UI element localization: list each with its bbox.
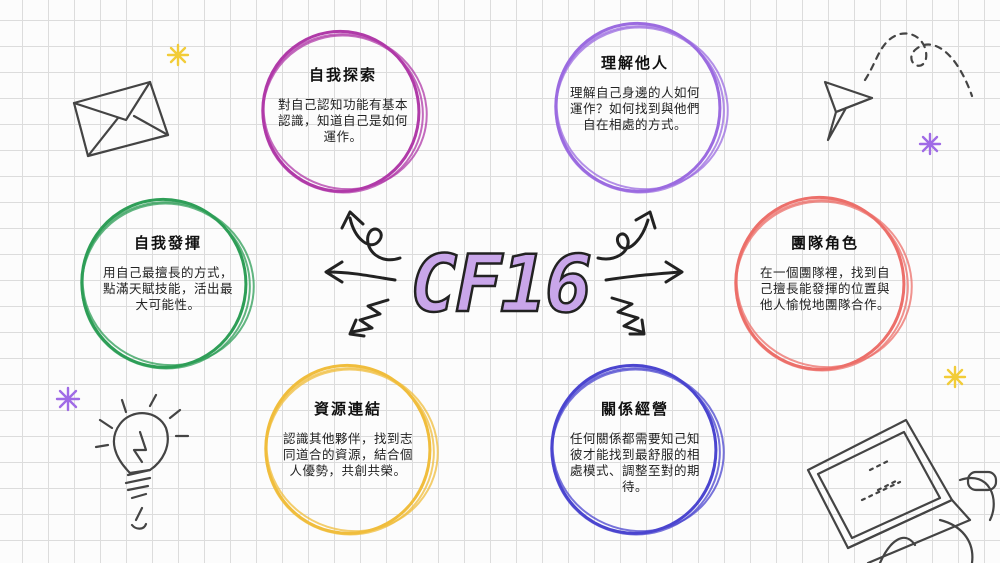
paper-plane-icon [823, 32, 974, 142]
node-description: 認識其他夥伴，找到志同道合的資源，結合個人優勢，共創共榮。 [283, 431, 414, 478]
node-team-role: 團隊角色 在一個團隊裡，找到自己擅長能發揮的位置與他人愉悅地團隊合作。 [758, 232, 892, 313]
node-title: 團隊角色 [790, 234, 859, 252]
envelope-icon [72, 80, 170, 158]
node-resources: 資源連結 認識其他夥伴，找到志同道合的資源，結合個人優勢，共創共榮。 [283, 398, 413, 479]
circle-resources [264, 363, 439, 536]
node-title: 資源連結 [313, 400, 382, 418]
node-description: 用自己最擅長的方式，點滿天賦技能，活出最大可能性。 [103, 265, 234, 312]
node-title: 關係經營 [600, 400, 669, 418]
arrow-to-self-explore [340, 210, 402, 262]
node-title: 理解他人 [600, 54, 669, 72]
center-title: CF16 [409, 239, 593, 332]
arrow-to-self-develop [324, 260, 397, 284]
node-relationship: 關係經營 任何關係都需要知己知彼才能找到最舒服的相處模式、調整至對的期待。 [570, 398, 700, 495]
node-description: 任何關係都需要知己知彼才能找到最舒服的相處模式、調整至對的期待。 [570, 431, 701, 494]
arrow-to-team-role [604, 260, 684, 284]
node-title: 自我探索 [308, 66, 377, 84]
sparkle-icon [55, 43, 967, 412]
node-title: 自我發揮 [133, 234, 202, 252]
circle-understand-others [554, 21, 729, 194]
circle-team-role [734, 195, 913, 372]
node-description: 在一個團隊裡，找到自己擅長能發揮的位置與他人愉悅地團隊合作。 [759, 265, 890, 312]
node-description: 對自己認知功能有基本認識，知道自己是如何運作。 [278, 97, 409, 144]
arrow-to-understand-others [596, 210, 657, 261]
node-self-develop: 自我發揮 用自己最擅長的方式，點滿天賦技能，活出最大可能性。 [103, 232, 233, 313]
node-understand-others: 理解他人 理解自己身邊的人如何運作？如何找到與他們自在相處的方式。 [570, 52, 700, 133]
light-bulb-icon [94, 393, 190, 530]
circle-relationship [550, 363, 725, 536]
node-self-explore: 自我探索 對自己認知功能有基本認識，知道自己是如何運作。 [278, 64, 408, 145]
arrow-to-relationship [610, 296, 646, 336]
circle-self-explore [261, 29, 428, 194]
laptop-icon [806, 418, 998, 563]
circle-self-develop [80, 197, 255, 370]
node-description: 理解自己身邊的人如何運作？如何找到與他們自在相處的方式。 [570, 85, 701, 132]
arrow-to-resources [348, 298, 390, 338]
